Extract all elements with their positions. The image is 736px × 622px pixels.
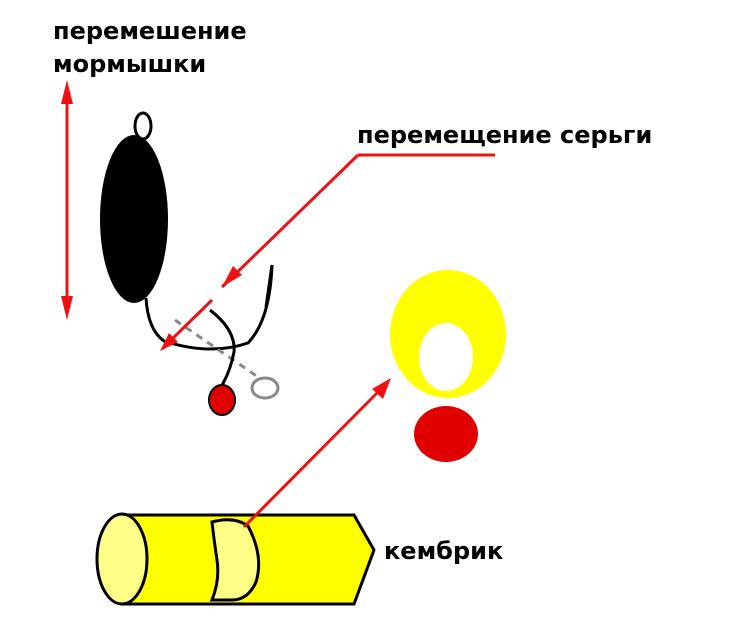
hook-icon xyxy=(144,264,274,351)
jig-movement-label: перемешение мормышки xyxy=(53,15,247,81)
earring-wire xyxy=(209,308,236,386)
jig-movement-label-line1: перемешение xyxy=(53,17,247,45)
jig-movement-arrow xyxy=(61,80,73,320)
earring-alt-ring xyxy=(250,376,280,400)
jig-movement-label-line2: мормышки xyxy=(53,50,207,78)
earring-movement-label: перемещение серьги xyxy=(357,121,653,149)
hook-barb xyxy=(264,264,274,308)
jig-body xyxy=(100,135,168,303)
cambric-ring-hole xyxy=(419,323,473,391)
cambric-ring-icon xyxy=(390,270,506,462)
cambric-label: кембрик xyxy=(384,537,504,565)
earring-alt-position xyxy=(174,318,280,400)
cambric-tube-cut xyxy=(209,518,261,602)
cambric-ring-bead xyxy=(414,406,478,462)
earring-icon xyxy=(208,308,236,416)
earring-movement-arrow xyxy=(160,153,495,351)
jig-eyelet xyxy=(133,111,153,141)
jig-icon xyxy=(100,111,168,303)
cambric-link-arrow xyxy=(242,378,391,529)
bead-icon xyxy=(208,384,236,416)
cambric-tube-end xyxy=(95,512,149,606)
cambric-tube-icon xyxy=(95,512,376,606)
